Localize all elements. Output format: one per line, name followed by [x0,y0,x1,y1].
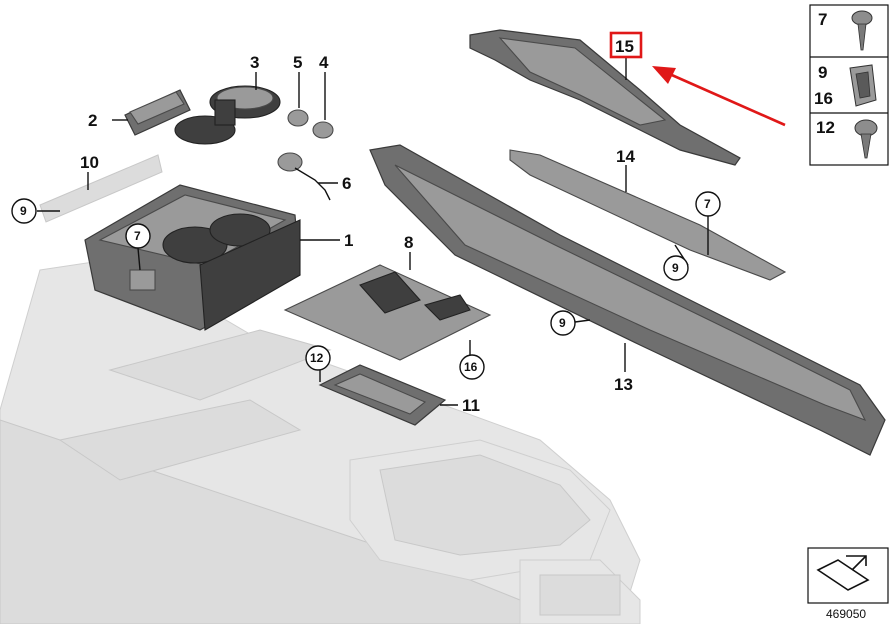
legend-label-12: 12 [816,118,835,137]
part-trim-strip[interactable] [509,149,787,281]
callout-16: 16 [459,354,485,380]
svg-text:16: 16 [464,360,478,374]
svg-text:9: 9 [20,204,27,218]
label-13: 13 [614,375,633,394]
label-14: 14 [616,147,635,166]
highlight-box [609,31,643,59]
part-strip[interactable] [39,154,163,223]
part-tray[interactable] [124,89,191,136]
label-15[interactable]: 15 [615,37,634,56]
legend-label-7: 7 [818,10,827,29]
clip-nut-icon [849,64,877,107]
part-cup-holder[interactable] [84,184,301,331]
highlight-arrow [652,66,786,127]
svg-text:12: 12 [310,351,324,365]
label-11: 11 [462,396,480,415]
label-4: 4 [319,53,329,72]
legend-label-9: 9 [818,63,827,82]
svg-text:7: 7 [134,229,141,243]
part-side-trim[interactable] [369,144,886,456]
label-5: 5 [293,53,302,72]
label-10: 10 [80,153,99,172]
part-cup-inserts[interactable] [174,85,281,145]
legend-label-16: 16 [814,89,833,108]
callout-7-cupholder: 7 [125,223,151,249]
label-2: 2 [88,111,97,130]
center-console-ghost [0,257,641,624]
screw-icon [851,10,873,51]
callout-7-right: 7 [695,191,721,217]
label-3: 3 [250,53,259,72]
part-upper-cover[interactable] [469,29,741,166]
svg-text:9: 9 [672,261,679,275]
part-frame[interactable] [318,364,447,426]
part-socket[interactable] [277,152,331,201]
callout-9-right: 9 [663,255,689,281]
callout-9-middle: 9 [550,310,576,336]
diagram-reference: 469050 [807,547,889,621]
label-1: 1 [344,231,353,250]
callout-9-left: 9 [11,198,37,224]
screw-icon [854,119,878,159]
fastener-legend: 7 9 16 12 [809,4,889,166]
part-shifter-trim[interactable] [283,264,492,361]
svg-text:7: 7 [704,197,711,211]
label-6: 6 [342,174,351,193]
label-8: 8 [404,233,413,252]
diagram-number: 469050 [826,607,866,621]
callout-12: 12 [305,345,331,371]
view-direction-icon [816,555,870,591]
svg-text:9: 9 [559,316,566,330]
part-plugs[interactable] [287,109,334,139]
